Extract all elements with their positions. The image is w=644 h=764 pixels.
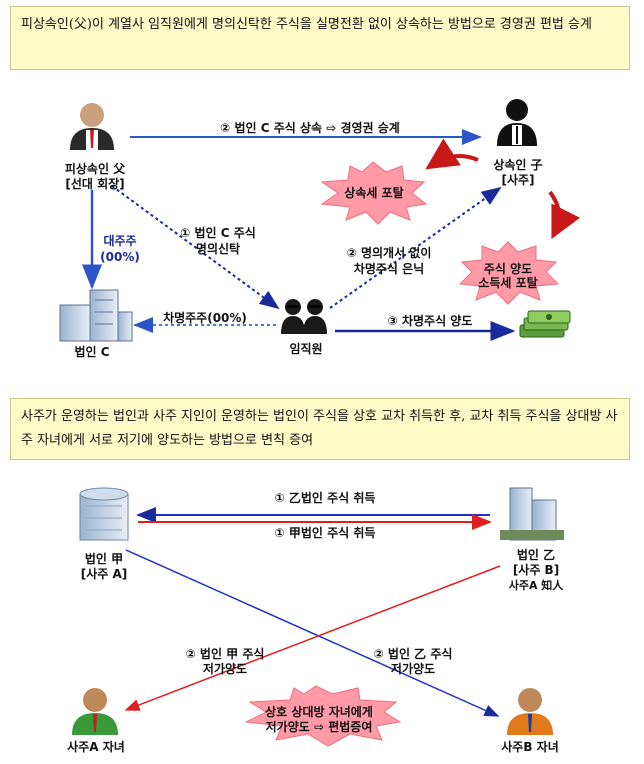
corp-a-building-icon	[79, 487, 129, 541]
summary-box-2: 사주가 운영하는 법인과 사주 지인이 운영하는 법인이 주식을 상호 교차 취…	[10, 398, 630, 460]
arrow-acquire-b-label: ① 乙법인 주식 취득	[274, 491, 376, 505]
arrow-transfer-a	[124, 565, 501, 711]
burst-gift-line2: 저가양도 ⇨ 편법증여	[265, 720, 373, 734]
son-name: 상속인 子	[493, 158, 543, 172]
arrow-transfer-b	[125, 549, 500, 717]
corp-b-owner: [사주 B]	[512, 563, 560, 577]
child-b-person-icon	[507, 688, 553, 735]
corp-a-name: 법인 甲	[84, 552, 124, 566]
trust-line1: ① 법인 C 주식	[180, 226, 256, 240]
son-role: [사주]	[501, 173, 535, 187]
money-stack-icon	[519, 310, 571, 338]
summary-text-1: 피상속인(父)이 계열사 임직원에게 명의신탁한 주식을 실명전환 없이 상속하…	[21, 17, 592, 32]
child-b-label: 사주B 자녀	[501, 740, 559, 754]
father-person-icon	[70, 103, 114, 150]
burst-inherit-tax	[320, 161, 428, 225]
summary-box-1: 피상속인(父)이 계열사 임직원에게 명의신탁한 주식을 실명전환 없이 상속하…	[10, 6, 630, 70]
corp-b-note: 사주A 知人	[508, 579, 564, 592]
transfer-label: ③ 차명주식 양도	[387, 314, 473, 328]
corp-a-owner: [사주 A]	[80, 567, 128, 581]
trust-line2: 명의신탁	[195, 242, 241, 256]
burst-gift	[244, 685, 402, 747]
burst-transfer-tax-line1: 주식 양도	[483, 262, 533, 276]
arrow-inherit-label: ② 법인 C 주식 상속 ⇨ 경영권 승계	[220, 121, 400, 135]
burst-transfer-tax	[458, 241, 560, 305]
father-role: [선대 회장]	[65, 177, 125, 191]
arrow-trust	[111, 185, 280, 310]
child-a-label: 사주A 자녀	[67, 740, 125, 754]
corp-b-building-icon	[500, 487, 564, 541]
arrow-red-curve-1	[425, 138, 479, 170]
hidden-line1: ② 명의개서 없이	[346, 246, 432, 260]
employees-icon	[281, 299, 327, 334]
child-a-person-icon	[72, 688, 118, 735]
summary-text-2: 사주가 운영하는 법인과 사주 지인이 운영하는 법인이 주식을 상호 교차 취…	[21, 409, 618, 448]
burst-transfer-tax-line2: 소득세 포탈	[478, 276, 538, 290]
transfer-b-line1: ② 법인 乙 주식	[373, 647, 453, 661]
arrow-acquire-a-label: ① 甲법인 주식 취득	[274, 526, 376, 540]
son-person-icon	[497, 99, 537, 146]
corp-c-building-icon	[59, 289, 133, 342]
corp-b-name: 법인 乙	[516, 548, 556, 562]
corp-c-label: 법인 C	[74, 345, 110, 359]
arrow-red-curve-2	[548, 190, 581, 240]
transfer-b-line2: 저가양도	[390, 662, 436, 676]
employee-label: 임직원	[289, 342, 323, 356]
arrow-hidden	[329, 186, 502, 309]
major-shareholder-line2: (00%)	[100, 250, 140, 264]
transfer-a-line1: ② 법인 甲 주식	[185, 647, 265, 661]
nominee-label: 차명주주(00%)	[163, 311, 247, 325]
major-shareholder-line1: 대주주	[103, 234, 137, 248]
hidden-line2: 차명주식 은닉	[353, 262, 425, 276]
burst-inherit-tax-text: 상속세 포탈	[344, 186, 404, 200]
father-name: 피상속인 父	[64, 162, 126, 176]
transfer-a-line2: 저가양도	[202, 662, 248, 676]
burst-gift-line1: 상호 상대방 자녀에게	[265, 705, 373, 719]
